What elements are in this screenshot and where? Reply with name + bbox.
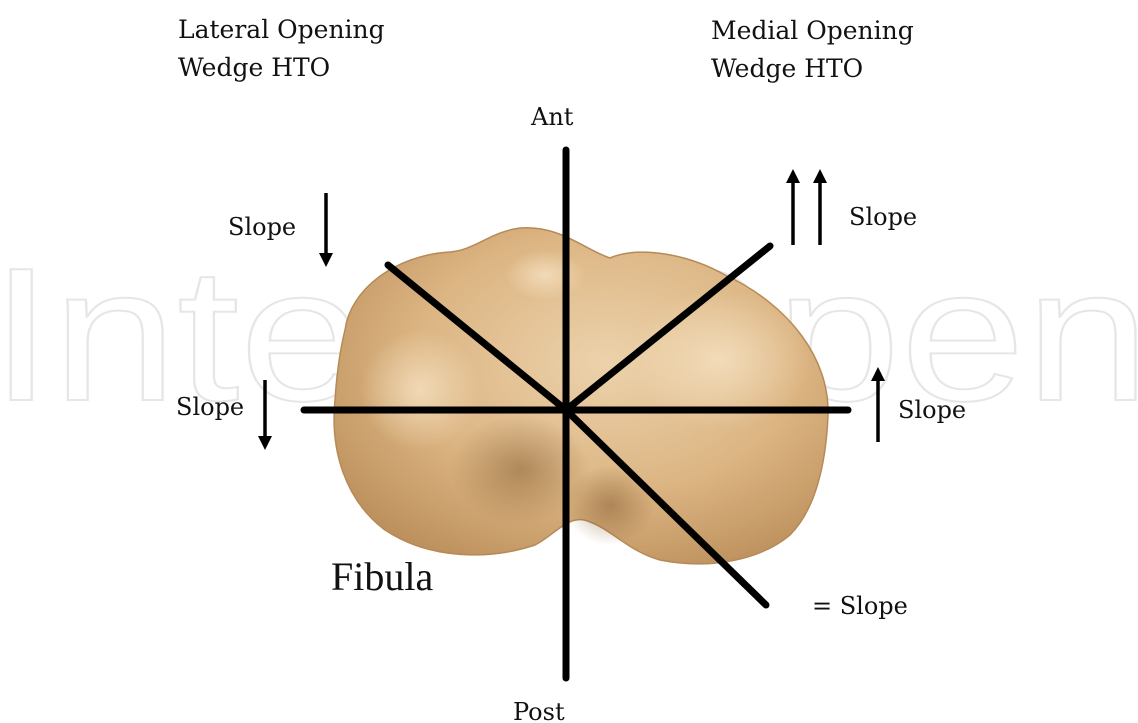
lateral-heading-line2: Wedge HTO xyxy=(178,53,330,82)
slope-label-mid-right: Slope xyxy=(898,396,966,424)
slope-label-upper-left: Slope xyxy=(228,213,296,241)
lateral-heading-line1: Lateral Opening xyxy=(178,15,385,44)
medial-heading-line1: Medial Opening xyxy=(711,16,914,45)
anterior-label: Ant xyxy=(530,103,574,131)
posterior-label: Post xyxy=(513,698,565,723)
slope-label-upper-right: Slope xyxy=(849,203,917,231)
fibula-label: Fibula xyxy=(331,554,433,599)
medial-heading-line2: Wedge HTO xyxy=(711,54,863,83)
slope-label-equal: = Slope xyxy=(812,592,908,620)
slope-label-mid-left: Slope xyxy=(176,393,244,421)
